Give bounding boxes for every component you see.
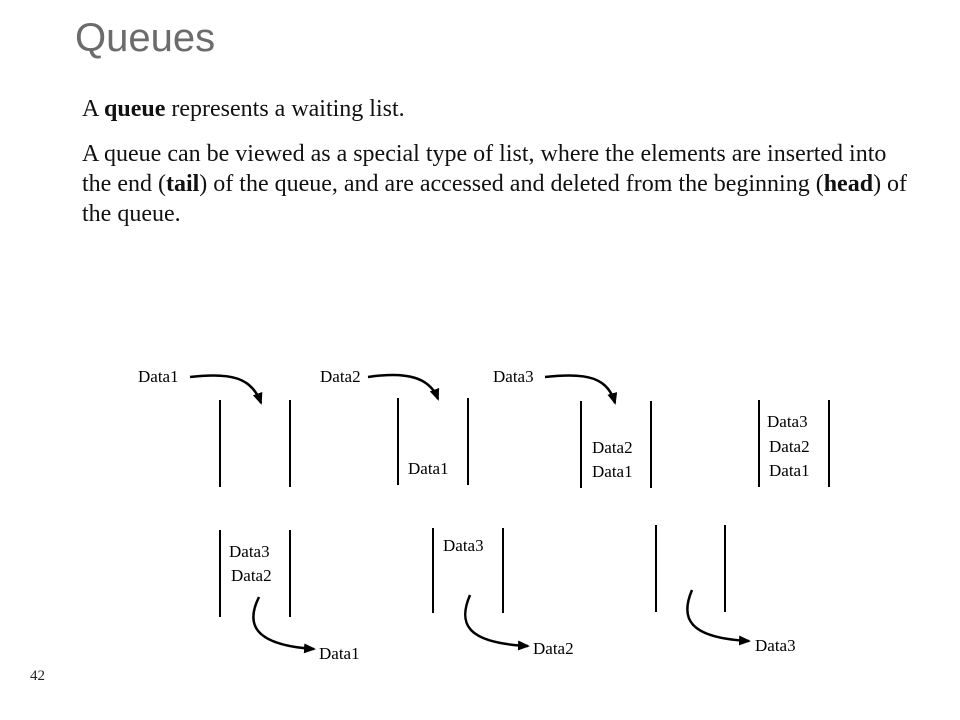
dequeue-arrow-1	[252, 596, 316, 654]
queue-item: Data2	[231, 566, 272, 585]
enqueue-label-3: Data3	[493, 367, 534, 386]
queue-item: Data2	[592, 438, 633, 457]
enqueue-arrow-3	[544, 374, 618, 405]
dequeue-label-2: Data2	[533, 639, 574, 658]
term-head: head	[823, 171, 874, 197]
queue-item: Data2	[769, 437, 810, 456]
slide-title: Queues	[75, 16, 216, 60]
enqueue-arrow-1	[189, 374, 263, 405]
enqueue-label-1: Data1	[138, 367, 179, 386]
p2-text-part2: ) of the queue, and are accessed and del…	[199, 171, 824, 197]
dequeue-label-3: Data3	[755, 636, 796, 655]
p1-text-end: represents a waiting list.	[165, 96, 405, 122]
enqueue-arrow-2	[367, 373, 440, 401]
dequeue-arrow-2	[463, 594, 530, 651]
term-tail: tail	[165, 171, 200, 197]
p2-text-part1: A queue can be viewed as a special type …	[82, 141, 887, 197]
queue-item: Data3	[443, 536, 484, 555]
term-queue: queue	[104, 96, 166, 122]
dequeue-arrow-3	[686, 589, 751, 646]
p2-text-part3: ) of the queue.	[82, 171, 908, 227]
dequeue-label-1: Data1	[319, 644, 360, 663]
queue-item: Data1	[592, 462, 633, 481]
page-number: 42	[30, 668, 45, 684]
enqueue-label-2: Data2	[320, 367, 361, 386]
queue-item: Data1	[769, 461, 810, 480]
paragraph-queue-description: A queue can be viewed as a special type …	[82, 139, 912, 229]
p1-text-start: A	[82, 96, 105, 122]
queue-item: Data3	[229, 542, 270, 561]
paragraph-queue-definition: A queue represents a waiting list.	[82, 94, 912, 124]
queue-item: Data3	[767, 412, 808, 431]
queue-item: Data1	[408, 459, 449, 478]
